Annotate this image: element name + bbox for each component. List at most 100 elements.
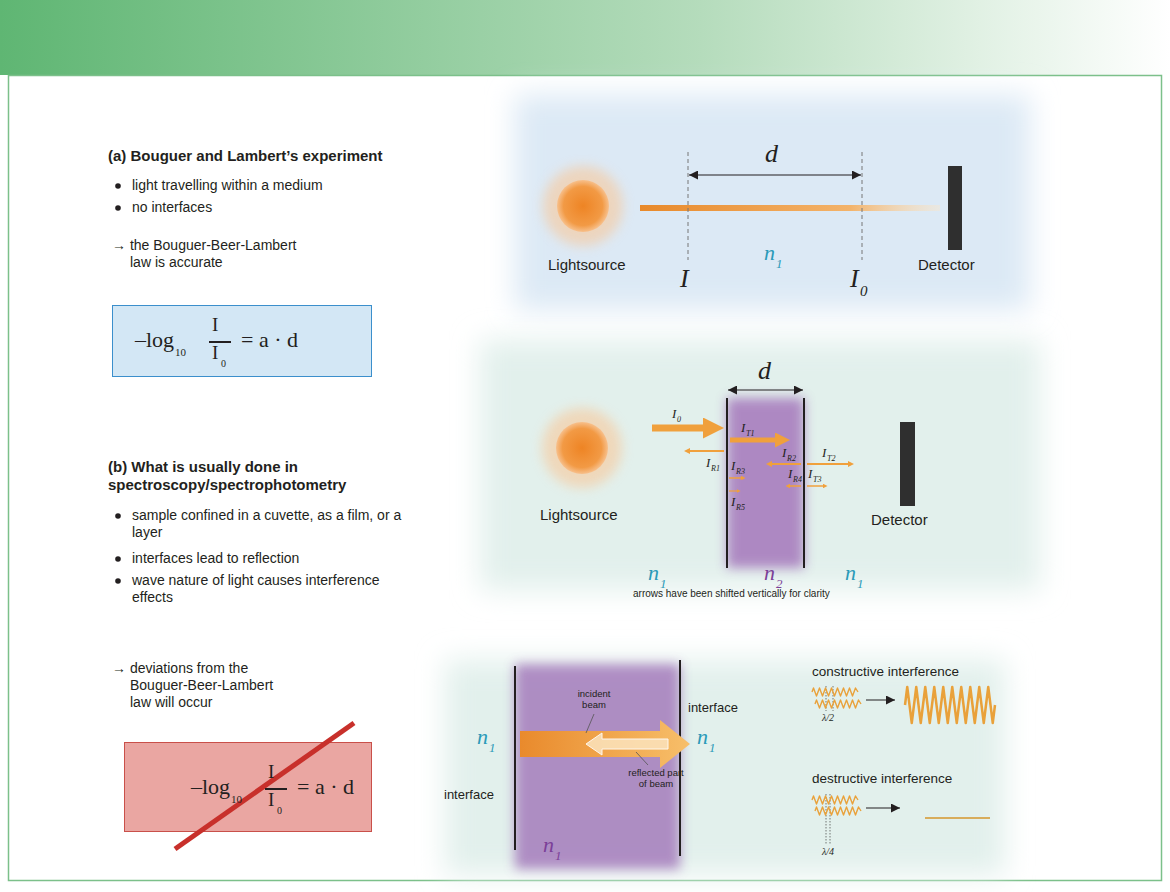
label: I (822, 445, 826, 461)
formula-text: = a · d (297, 775, 354, 799)
label: interface (444, 787, 494, 803)
label: → deviations from the Bouguer-Beer-Lambe… (112, 660, 290, 710)
light-glow (543, 166, 623, 246)
label: destructive interference (812, 771, 952, 787)
panel-ground (480, 340, 1040, 590)
light-beam (640, 205, 940, 211)
label: interfaces lead to reflection (132, 550, 299, 567)
beam-arrow (807, 463, 848, 465)
interface-line (726, 398, 728, 568)
formula-text: –log (191, 775, 230, 799)
label: Lightsource (548, 256, 626, 274)
label: 0 (860, 282, 868, 300)
light-source (556, 422, 608, 474)
label: incident beam (572, 688, 616, 711)
formula-box: –log10II0= a · d (124, 742, 372, 832)
bullet (115, 556, 121, 562)
guide-line (826, 794, 827, 845)
label: 0 (677, 415, 681, 425)
label: I (741, 420, 745, 436)
formula-text: = a · d (241, 328, 298, 352)
formula-text: –log (135, 328, 174, 352)
label: n (648, 560, 659, 586)
label: sample confined in a cuvette, as a film,… (132, 507, 407, 541)
label: Detector (871, 511, 928, 529)
label: I (808, 466, 812, 482)
label: n (764, 240, 775, 266)
panel-ground (515, 95, 1030, 310)
label: → the Bouguer-Beer-Lambert law is accura… (112, 237, 300, 271)
label: n (477, 724, 488, 750)
leader-line (586, 714, 594, 733)
formula-text: I (268, 790, 274, 811)
beam-arrows (652, 428, 848, 491)
light-source (557, 180, 609, 232)
label: reflected part of beam (626, 767, 686, 790)
formula-text: 10 (175, 346, 186, 358)
frame (9, 76, 1162, 881)
dashed-line (688, 152, 689, 260)
beam-arrow (772, 463, 801, 465)
dimension-arrow (689, 174, 861, 175)
interface-line (803, 398, 805, 568)
formula-text: I (212, 315, 218, 336)
label: R4 (793, 475, 802, 485)
label: 1 (776, 256, 783, 272)
label: I (706, 455, 710, 471)
formula-text: 0 (277, 805, 282, 816)
label: n (764, 560, 775, 586)
label: d (758, 355, 771, 386)
formula-text: I (268, 762, 274, 783)
label: R5 (736, 503, 745, 513)
label: 1 (709, 740, 716, 756)
beam-arrow (652, 425, 703, 432)
formula-text: I (212, 343, 218, 364)
label: interface (688, 700, 738, 716)
wave (905, 687, 995, 723)
beam-arrow (807, 485, 823, 487)
beam-arrow (730, 438, 775, 443)
label: 1 (555, 848, 562, 864)
label: light travelling within a medium (132, 177, 323, 194)
detector (900, 422, 915, 506)
label: (a) Bouguer and Lambert’s experiment (108, 147, 383, 165)
result-arrow (866, 700, 895, 701)
label: n (697, 724, 708, 750)
wave (812, 688, 858, 696)
label: T2 (827, 454, 835, 464)
strike-line (175, 723, 354, 849)
label: I (850, 263, 859, 294)
sample-region (515, 664, 680, 869)
label: 1 (489, 740, 496, 756)
label: T3 (813, 475, 821, 485)
label: R1 (711, 464, 720, 474)
label: n (543, 832, 554, 858)
bullet (115, 205, 121, 211)
header-bar (0, 0, 1170, 75)
waves (812, 687, 995, 815)
beam-arrow (690, 450, 724, 452)
wave (812, 796, 858, 804)
label: I (672, 406, 676, 422)
beam-arrow (729, 490, 737, 491)
label: λ/2 (822, 712, 834, 724)
label: 1 (857, 576, 864, 592)
label: (b) What is usually done in spectroscopy… (108, 458, 378, 494)
bullet (115, 183, 121, 189)
label: R2 (787, 454, 796, 464)
reflected-beam (586, 733, 668, 755)
label: I (731, 458, 735, 474)
interface-line (679, 660, 681, 856)
wave (815, 807, 861, 815)
label: I (782, 445, 786, 461)
label: λ/4 (822, 846, 834, 858)
formula-box: –log10II0= a · d (112, 305, 372, 377)
formula-text: 0 (221, 358, 226, 369)
bullet (115, 513, 121, 519)
label: T1 (746, 429, 754, 439)
dashed-line (862, 152, 863, 260)
beam-arrow (729, 477, 741, 479)
interface-line (514, 666, 516, 850)
sample-slab (727, 398, 804, 568)
label: wave nature of light causes interference… (132, 572, 407, 606)
